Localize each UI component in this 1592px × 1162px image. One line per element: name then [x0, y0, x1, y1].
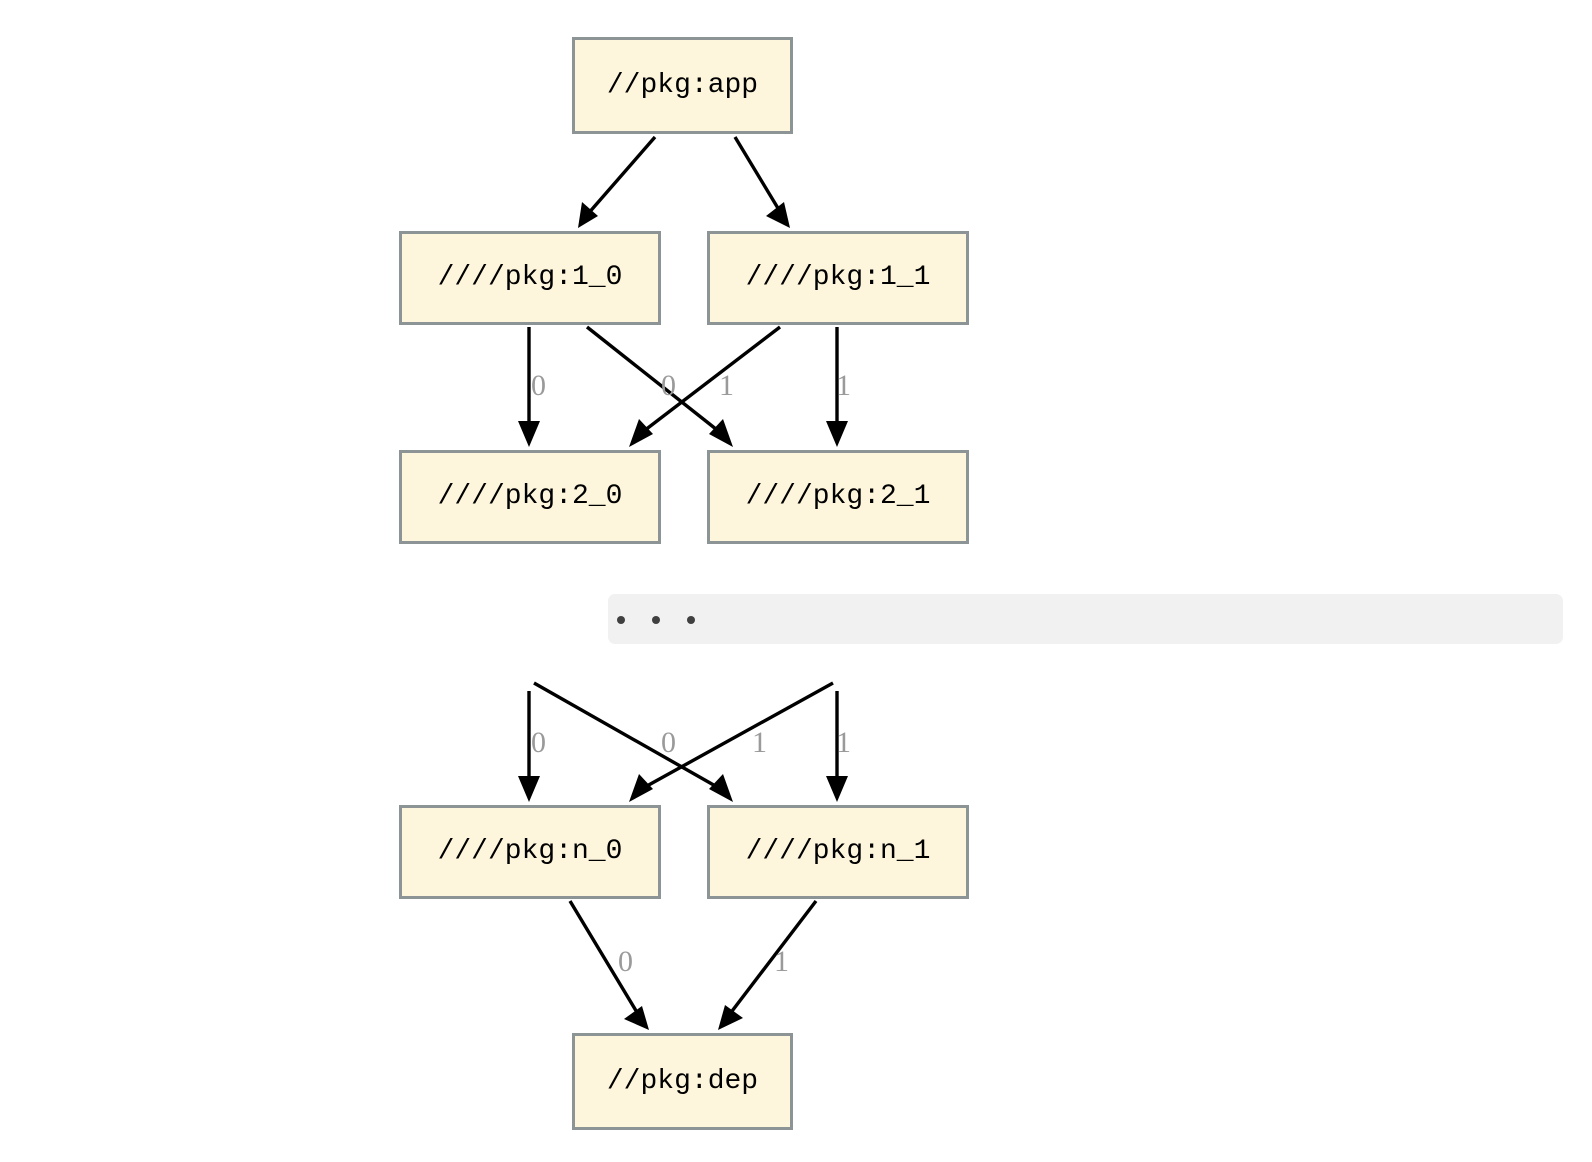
node-pkg-app[interactable]: //pkg:app: [572, 37, 793, 134]
edge-app-to-1_0: [578, 135, 657, 228]
edge-n_1-to-dep: [718, 899, 818, 1030]
node-pkg-1_1[interactable]: ////pkg:1_1: [707, 231, 969, 325]
node-label: ////pkg:2_1: [745, 481, 931, 512]
edge-n_0-to-dep: [568, 900, 649, 1030]
node-pkg-n_0[interactable]: ////pkg:n_0: [399, 805, 661, 899]
edge-label: 1: [836, 726, 851, 759]
edge-label: 1: [752, 726, 767, 759]
edge-1_0-to-2_1: [585, 325, 733, 447]
edge-label: 0: [661, 369, 676, 402]
edge-label: 0: [661, 726, 676, 759]
edge-label: 0: [618, 945, 633, 978]
edge-label: 1: [774, 945, 789, 978]
node-label: //pkg:app: [606, 69, 759, 101]
edge-label: 0: [531, 369, 546, 402]
node-pkg-2_0[interactable]: ////pkg:2_0: [399, 450, 661, 544]
elision-dot-2: [652, 616, 660, 624]
edge-label: 0: [531, 726, 546, 759]
edge-elided-to-n_1-cross: [533, 681, 733, 802]
node-label: ////pkg:2_0: [437, 481, 623, 512]
node-label: ////pkg:1_1: [745, 262, 931, 293]
node-label: ////pkg:n_0: [437, 836, 623, 867]
node-label: //pkg:dep: [606, 1065, 759, 1097]
edge-label: 1: [836, 369, 851, 402]
node-pkg-n_1[interactable]: ////pkg:n_1: [707, 805, 969, 899]
node-label: ////pkg:1_0: [437, 262, 623, 293]
elision-band: [608, 594, 1563, 644]
node-pkg-1_0[interactable]: ////pkg:1_0: [399, 231, 661, 325]
node-pkg-2_1[interactable]: ////pkg:2_1: [707, 450, 969, 544]
edge-elided-to-n_0-cross: [629, 681, 834, 802]
node-pkg-dep[interactable]: //pkg:dep: [572, 1033, 793, 1130]
edge-label: 1: [719, 369, 734, 402]
node-label: ////pkg:n_1: [745, 836, 931, 867]
edge-1_1-to-2_0: [629, 325, 782, 447]
elision-dot-3: [687, 616, 695, 624]
elision-dot-1: [617, 616, 625, 624]
edge-app-to-1_1: [733, 136, 790, 228]
